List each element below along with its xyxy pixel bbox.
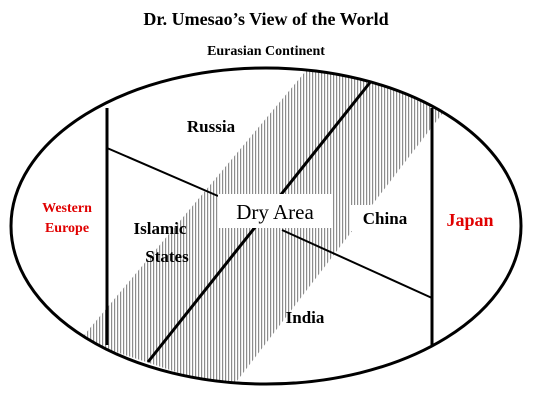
dry-area-label-box — [218, 194, 333, 228]
china-label: China — [363, 209, 408, 228]
russia-label: Russia — [187, 117, 236, 136]
dry-area-label: Dry Area — [236, 200, 314, 224]
page-title: Dr. Umesao’s View of the World — [143, 9, 388, 29]
western-europe-label-line1: Western — [42, 201, 92, 216]
western-europe-label-line2: Europe — [45, 221, 89, 236]
continent-outline — [9, 66, 523, 386]
japan-label: Japan — [446, 210, 493, 230]
china-india-divider — [281, 229, 433, 299]
islamic-states-label-line2: States — [145, 247, 189, 266]
india-label: India — [286, 308, 325, 327]
russia-islamic-divider — [106, 147, 219, 197]
islamic-states-label-line1: Islamic — [134, 219, 187, 238]
china-label-box — [350, 205, 420, 231]
page-subtitle: Eurasian Continent — [207, 44, 325, 59]
